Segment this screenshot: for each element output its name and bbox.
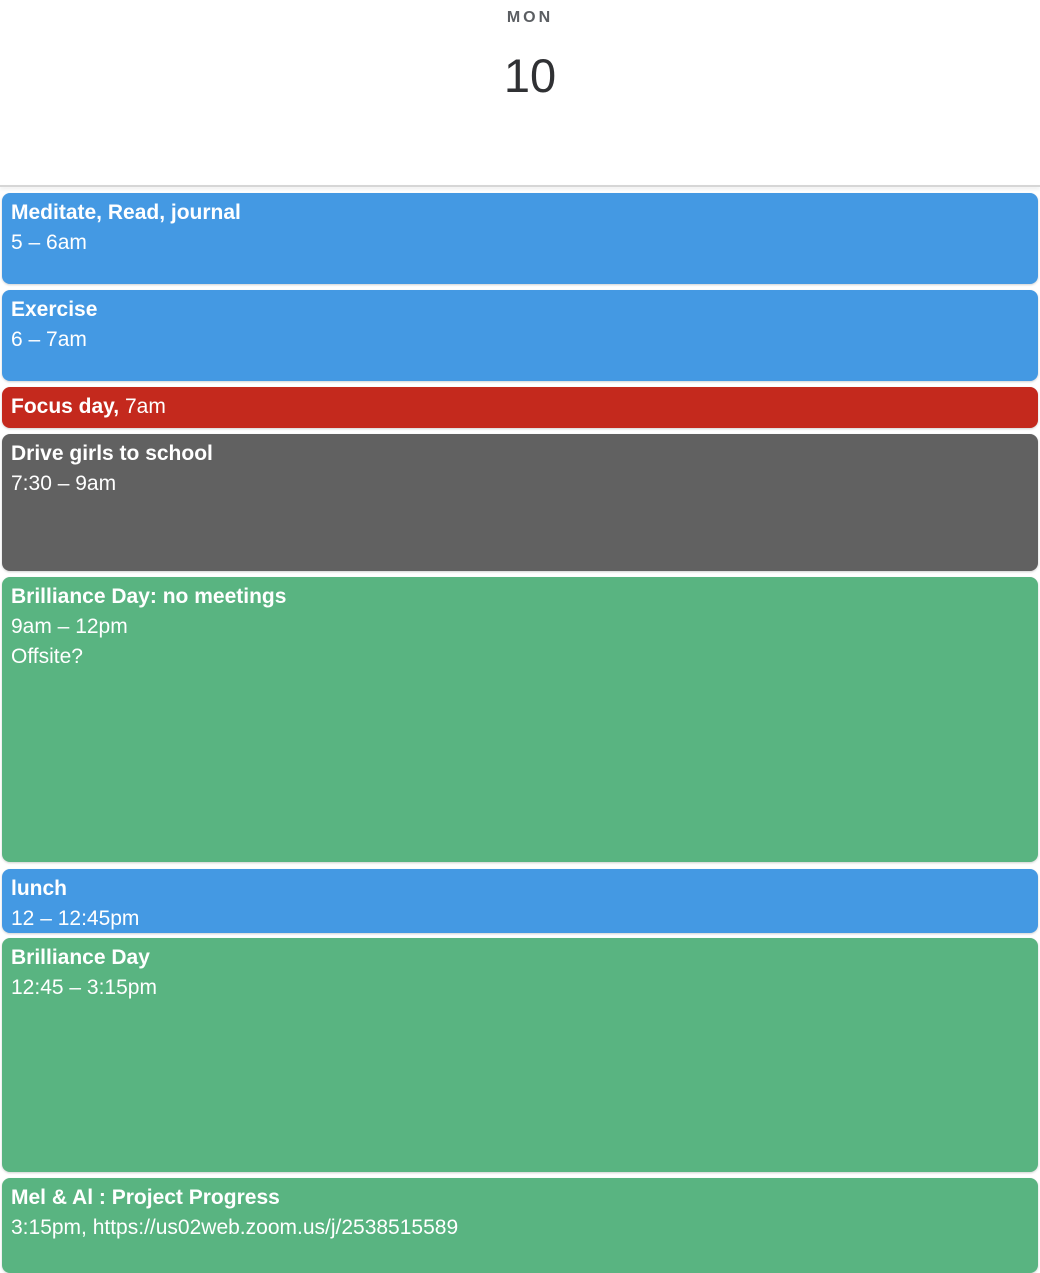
event-title-line: Meditate, Read, journal bbox=[11, 198, 1029, 228]
weekday-label: MON bbox=[506, 9, 554, 26]
event-title: Brilliance Day: no meetings bbox=[11, 585, 287, 608]
event-block[interactable]: Mel & Al : Project Progress 3:15pm, https… bbox=[2, 1178, 1038, 1273]
event-detail-line: 9am – 12pm bbox=[11, 615, 128, 638]
event-title-line: Mel & Al : Project Progress bbox=[11, 1183, 1029, 1213]
event-title: Drive girls to school bbox=[11, 442, 213, 465]
event-block[interactable]: Exercise 6 – 7am bbox=[2, 290, 1038, 381]
event-detail-line: 7:30 – 9am bbox=[11, 472, 117, 495]
event-detail-line: 12 – 12:45pm bbox=[11, 907, 140, 930]
event-detail-line: 6 – 7am bbox=[11, 328, 87, 351]
event-detail-line: Offsite? bbox=[11, 645, 83, 668]
event-title: lunch bbox=[11, 877, 67, 900]
event-title: Mel & Al : Project Progress bbox=[11, 1186, 280, 1209]
event-title: Meditate, Read, journal bbox=[11, 201, 241, 224]
event-detail-line: 3:15pm, https://us02web.zoom.us/j/253851… bbox=[11, 1216, 459, 1239]
day-number[interactable]: 10 bbox=[503, 49, 557, 102]
event-title-line: Brilliance Day: no meetings bbox=[11, 582, 1029, 612]
day-header: MON 10 bbox=[0, 0, 1040, 103]
event-block[interactable]: lunch 12 – 12:45pm bbox=[2, 869, 1038, 933]
event-title-line: Focus day, 7am bbox=[11, 392, 1029, 422]
event-time: 7am bbox=[119, 395, 166, 418]
event-title: Brilliance Day bbox=[11, 946, 150, 969]
event-title-line: Brilliance Day bbox=[11, 943, 1029, 973]
event-title-line: Drive girls to school bbox=[11, 439, 1029, 469]
event-detail-line: 5 – 6am bbox=[11, 231, 87, 254]
event-title: Exercise bbox=[11, 298, 98, 321]
event-block[interactable]: Drive girls to school 7:30 – 9am bbox=[2, 434, 1038, 571]
event-title-line: Exercise bbox=[11, 295, 1029, 325]
event-title: Focus day, bbox=[11, 395, 120, 418]
event-block[interactable]: Brilliance Day 12:45 – 3:15pm bbox=[2, 938, 1038, 1172]
event-detail-line: 12:45 – 3:15pm bbox=[11, 976, 157, 999]
event-block[interactable]: Meditate, Read, journal 5 – 6am bbox=[2, 193, 1038, 284]
allday-divider bbox=[0, 185, 1040, 187]
event-block[interactable]: Focus day, 7am bbox=[2, 387, 1038, 428]
event-title-line: lunch bbox=[11, 874, 1029, 904]
